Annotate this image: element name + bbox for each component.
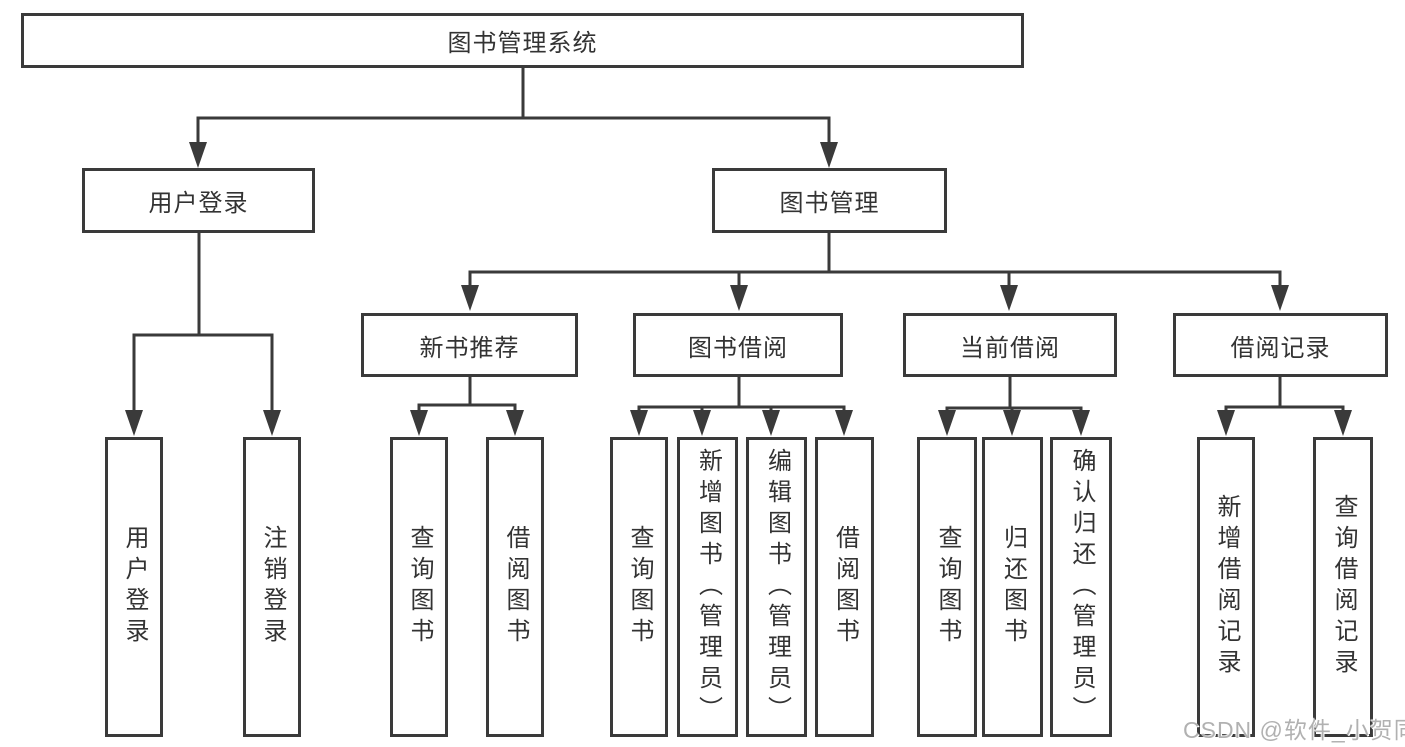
node-book-management: 图书管理 <box>712 168 947 233</box>
node-borrow-record: 借阅记录 <box>1173 313 1388 377</box>
leaf-edit-books-admin: 编辑图书（管理员） <box>746 437 807 737</box>
leaf-query-books-borrow: 查询图书 <box>610 437 668 737</box>
arrowheads <box>125 142 1352 436</box>
leaf-query-books-current: 查询图书 <box>917 437 977 737</box>
leaf-add-borrow-record: 新增借阅记录 <box>1197 437 1255 737</box>
leaf-logout-login: 注销登录 <box>243 437 301 737</box>
leaf-return-books: 归还图书 <box>982 437 1043 737</box>
leaf-query-books-recommend: 查询图书 <box>390 437 448 737</box>
node-new-book-recommend: 新书推荐 <box>361 313 578 377</box>
node-user-login: 用户登录 <box>82 168 315 233</box>
node-book-borrow: 图书借阅 <box>633 313 843 377</box>
leaf-user-login: 用户登录 <box>105 437 163 737</box>
leaf-confirm-return-admin: 确认归还（管理员） <box>1050 437 1112 737</box>
leaf-query-borrow-record: 查询借阅记录 <box>1313 437 1373 737</box>
leaf-borrow-books-recommend: 借阅图书 <box>486 437 544 737</box>
csdn-watermark: CSDN @软件_小贺同学 <box>1183 717 1405 743</box>
leaf-add-books-admin: 新增图书（管理员） <box>677 437 738 737</box>
leaf-borrow-books: 借阅图书 <box>815 437 874 737</box>
node-root-system: 图书管理系统 <box>21 13 1024 68</box>
node-current-borrow: 当前借阅 <box>903 313 1117 377</box>
